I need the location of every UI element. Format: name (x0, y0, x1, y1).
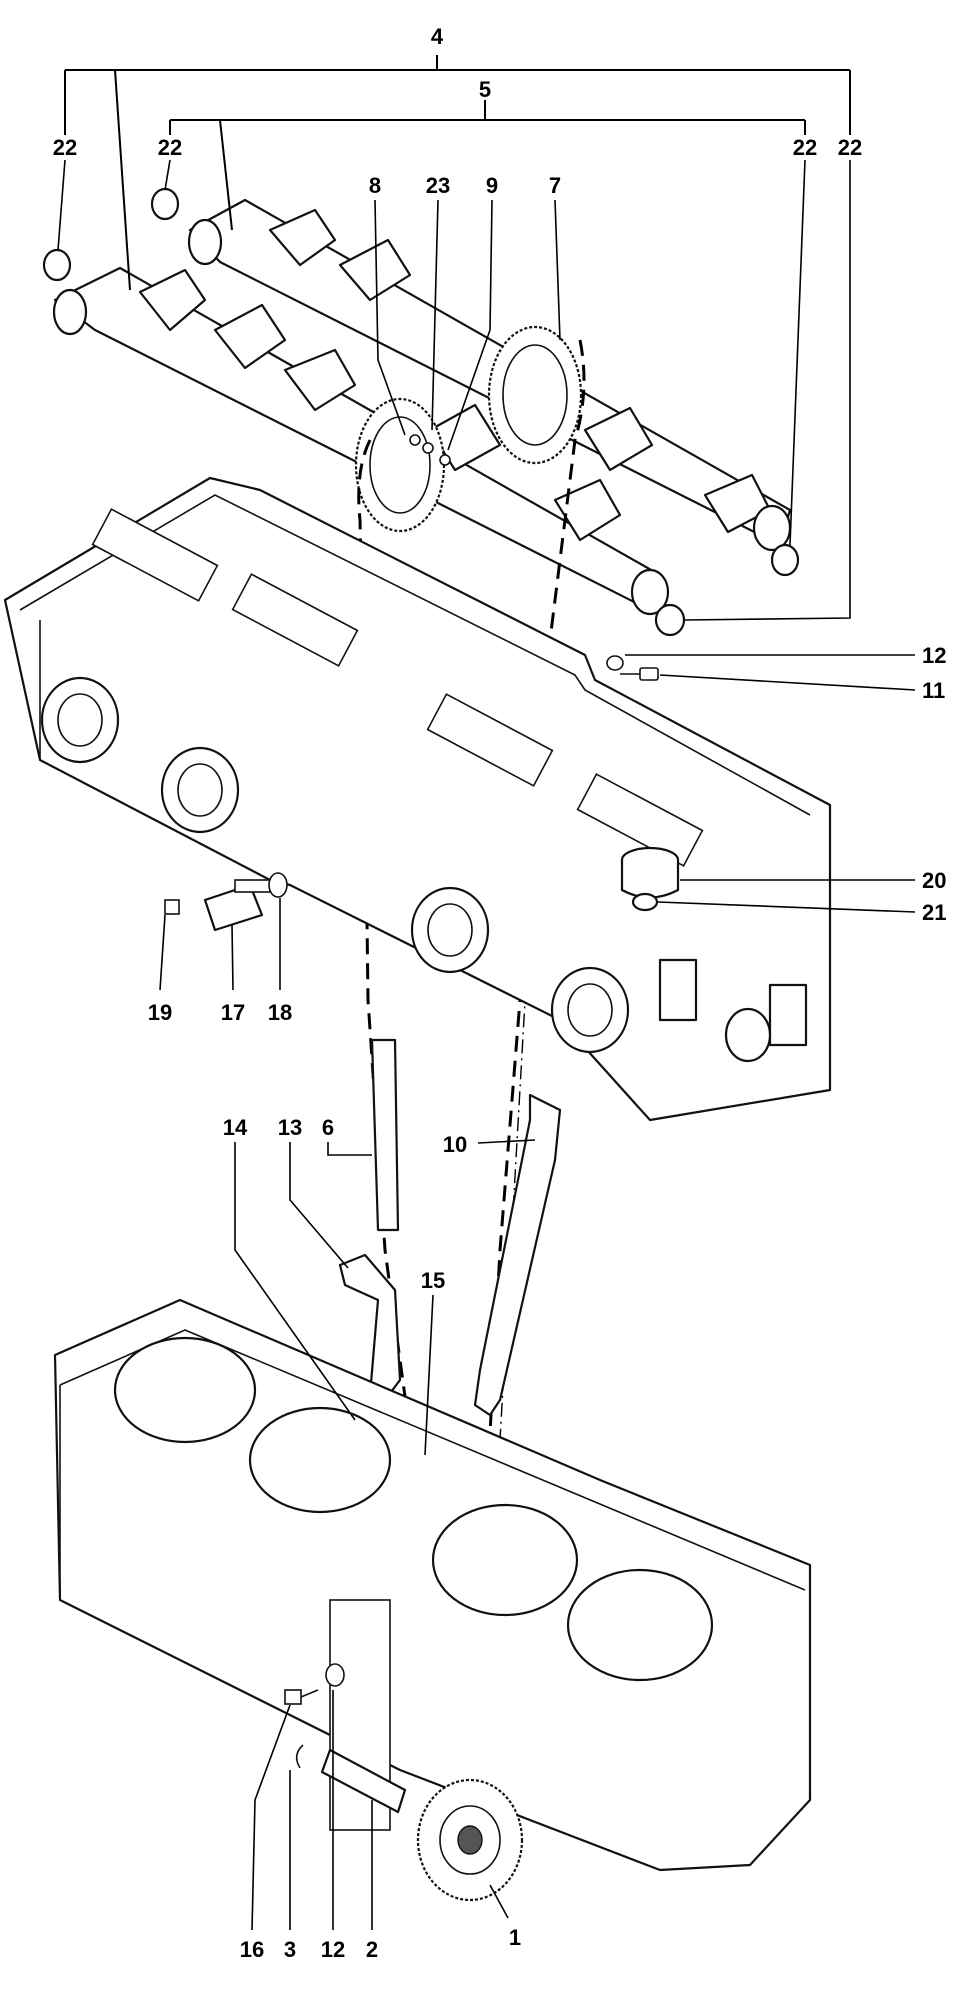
sprocket-intake (487, 325, 583, 465)
valve-shim (631, 892, 659, 912)
tensioner-gasket (268, 872, 288, 898)
callout-22-a: 22 (53, 135, 77, 160)
callout-19: 19 (148, 1000, 172, 1025)
valve-tappet (620, 846, 680, 899)
callout-3: 3 (284, 1937, 296, 1962)
callout-12-top: 12 (922, 643, 946, 668)
callout-20: 20 (922, 868, 946, 893)
cylinder-head (3, 476, 832, 1122)
callout-14: 14 (223, 1115, 248, 1140)
callout-7: 7 (549, 173, 561, 198)
idler-shaft (320, 1748, 407, 1814)
callout-10: 10 (443, 1132, 467, 1157)
callout-13: 13 (278, 1115, 302, 1140)
callout-2: 2 (366, 1937, 378, 1962)
callout-5: 5 (479, 77, 491, 102)
end-plug-left-intake (150, 187, 180, 221)
timing-chain (370, 1038, 400, 1232)
callout-9: 9 (486, 173, 498, 198)
callout-16: 16 (240, 1937, 264, 1962)
callout-12-bottom: 12 (321, 1937, 345, 1962)
callout-labels: 4 5 22 22 22 22 8 23 9 7 12 11 20 21 19 … (53, 24, 947, 1962)
callout-6: 6 (322, 1115, 334, 1140)
end-plug-right-exhaust (654, 603, 686, 637)
callout-18: 18 (268, 1000, 292, 1025)
callout-1: 1 (509, 1925, 521, 1950)
leader-lines (57, 55, 916, 1931)
end-plug-left-exhaust (42, 248, 72, 282)
washer-12-top (606, 655, 624, 671)
bolt-11 (620, 667, 659, 681)
callout-11: 11 (922, 678, 945, 703)
cylinder-block (53, 1298, 812, 1872)
camshaft-intake (187, 198, 792, 552)
chain-tensioner (203, 879, 271, 932)
chain-guide (473, 1093, 562, 1417)
callout-4: 4 (431, 24, 444, 49)
callout-22-c: 22 (793, 135, 817, 160)
crank-sprocket (416, 1778, 524, 1902)
washer-12-bottom (325, 1663, 345, 1687)
callout-23: 23 (426, 173, 450, 198)
callout-17: 17 (221, 1000, 245, 1025)
callout-22-d: 22 (838, 135, 862, 160)
callout-15: 15 (421, 1268, 445, 1293)
circlip (295, 1744, 304, 1769)
tensioner-bolt (164, 899, 180, 915)
bolt-16 (284, 1689, 319, 1705)
sprocket-exhaust (354, 397, 446, 533)
callout-22-b: 22 (158, 135, 182, 160)
end-plug-right-intake (770, 543, 800, 577)
callout-21: 21 (922, 900, 946, 925)
callout-8: 8 (369, 173, 381, 198)
camshaft-exhaust (52, 266, 670, 616)
sprocket-bolts (409, 434, 451, 466)
